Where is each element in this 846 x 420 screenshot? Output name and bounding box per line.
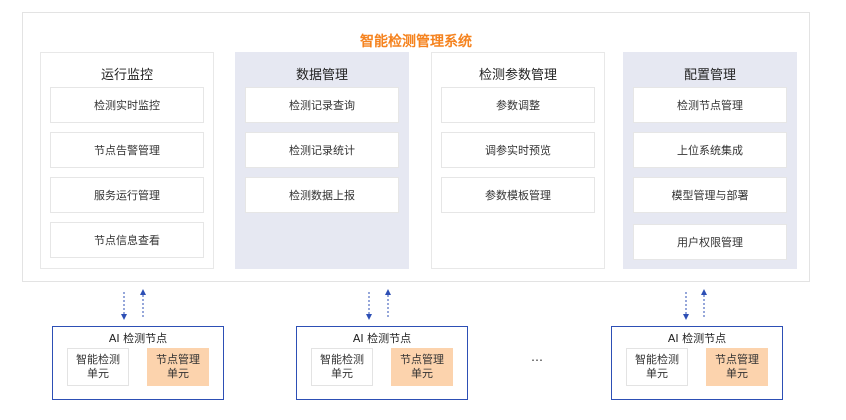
module-item[interactable]: 检测记录统计: [245, 132, 399, 168]
node-title: AI 检测节点: [108, 332, 168, 345]
ai-detection-node-3[interactable]: AI 检测节点 智能检测单元 节点管理单元: [611, 326, 783, 400]
module-item[interactable]: 用户权限管理: [633, 224, 787, 260]
module-item[interactable]: 模型管理与部署: [633, 177, 787, 213]
system-container: 智能检测管理系统 运行监控 检测实时监控 节点告警管理 服务运行管理 节点信息查…: [22, 12, 810, 282]
smart-detection-unit[interactable]: 智能检测单元: [311, 348, 373, 386]
module-item[interactable]: 检测节点管理: [633, 87, 787, 123]
smart-detection-unit[interactable]: 智能检测单元: [67, 348, 129, 386]
arrow-pair-2: [366, 289, 391, 320]
smart-detection-unit[interactable]: 智能检测单元: [626, 348, 688, 386]
column-detection-params: 检测参数管理 参数调整 调参实时预览 参数模板管理: [431, 52, 605, 269]
module-item[interactable]: 上位系统集成: [633, 132, 787, 168]
module-item[interactable]: 参数调整: [441, 87, 595, 123]
ai-detection-node-2[interactable]: AI 检测节点 智能检测单元 节点管理单元: [296, 326, 468, 400]
column-title: 配置管理: [683, 68, 736, 83]
column-title: 数据管理: [295, 68, 348, 83]
arrow-pair-3: [683, 289, 707, 320]
column-title: 检测参数管理: [478, 68, 557, 83]
column-runtime-monitoring: 运行监控 检测实时监控 节点告警管理 服务运行管理 节点信息查看: [40, 52, 214, 269]
module-item[interactable]: 参数模板管理: [441, 177, 595, 213]
module-item[interactable]: 检测实时监控: [50, 87, 204, 123]
module-item[interactable]: 节点告警管理: [50, 132, 204, 168]
column-config-management: 配置管理 检测节点管理 上位系统集成 模型管理与部署 用户权限管理: [623, 52, 797, 269]
node-title: AI 检测节点: [352, 332, 412, 345]
ai-detection-node-1[interactable]: AI 检测节点 智能检测单元 节点管理单元: [52, 326, 224, 400]
arrow-pair-1: [121, 289, 146, 320]
node-management-unit[interactable]: 节点管理单元: [391, 348, 453, 386]
node-management-unit[interactable]: 节点管理单元: [147, 348, 209, 386]
node-management-unit[interactable]: 节点管理单元: [706, 348, 768, 386]
node-title: AI 检测节点: [667, 332, 727, 345]
module-item[interactable]: 节点信息查看: [50, 222, 204, 258]
module-item[interactable]: 调参实时预览: [441, 132, 595, 168]
module-item[interactable]: 检测记录查询: [245, 87, 399, 123]
module-item[interactable]: 检测数据上报: [245, 177, 399, 213]
column-title: 运行监控: [100, 68, 153, 83]
more-nodes-ellipsis: …: [531, 350, 543, 364]
column-data-management: 数据管理 检测记录查询 检测记录统计 检测数据上报: [235, 52, 409, 269]
system-title: 智能检测管理系统: [360, 34, 472, 50]
module-item[interactable]: 服务运行管理: [50, 177, 204, 213]
